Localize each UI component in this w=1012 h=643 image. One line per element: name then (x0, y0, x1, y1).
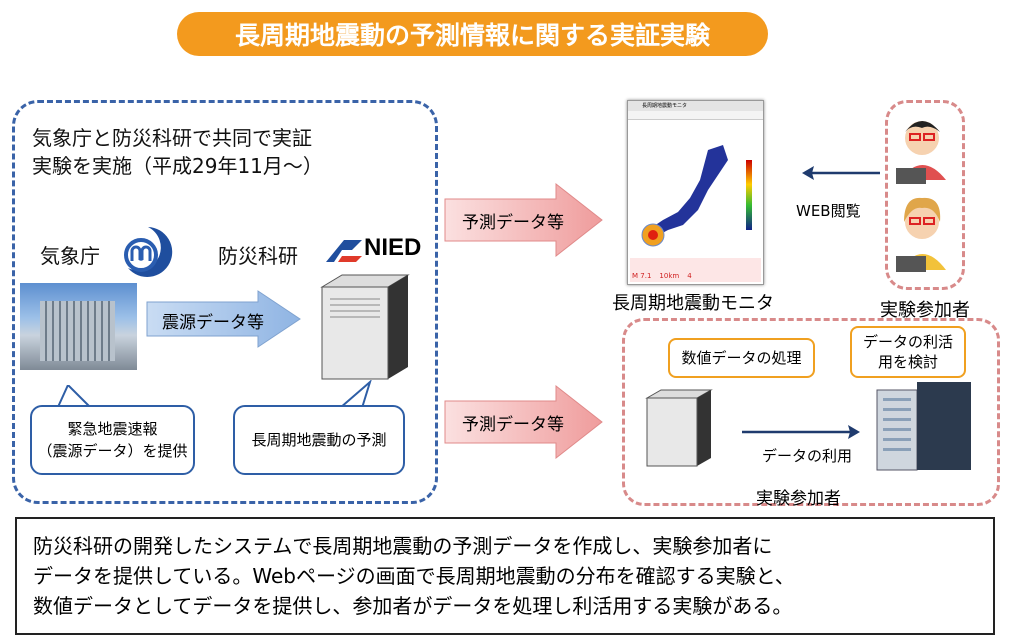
jma-label: 気象庁 (40, 244, 100, 268)
arrow-hypocenter-label: 震源データ等 (162, 312, 264, 333)
summary-box: 防災科研の開発したシステムで長周期地震動の予測データを作成し、実験参加者に デー… (15, 517, 995, 635)
arrow-forecast-bottom (444, 385, 603, 459)
summary-line-2: データを提供している。Webページの画面で長周期地震動の分布を確認する実験と、 (33, 564, 795, 588)
nied-callout: 長周期地震動の予測 (233, 405, 405, 475)
participants-top-label: 実験参加者 (880, 300, 970, 321)
arrow-web-view (802, 166, 880, 180)
nied-logo-text: NIED (364, 234, 422, 261)
participants-web-box (885, 100, 965, 290)
magnitude: M 7.1 (632, 272, 652, 280)
arrow-hypocenter-data (146, 290, 301, 348)
jma-callout-tail (57, 385, 91, 408)
monitor-event-info: M 7.1 10km 4 (630, 258, 761, 282)
browser-address-bar (628, 111, 763, 120)
intro-line-1: 気象庁と防災科研で共同で実証 (32, 126, 312, 150)
arrow-forecast-top-label: 予測データ等 (462, 212, 564, 233)
data-use-label: データの利用 (762, 447, 853, 465)
office-building-icon (876, 382, 971, 471)
japan-intensity-map (641, 145, 752, 247)
utilization-line2: 用を検討 (877, 353, 938, 371)
jma-building-photo (20, 283, 137, 370)
jma-logo-icon (124, 227, 173, 277)
page-title: 長周期地震動の予測情報に関する実証実験 (177, 12, 768, 56)
arrow-forecast-top (444, 183, 603, 257)
utilization-callout: データの利活 用を検討 (850, 326, 966, 378)
participants-bottom-label: 実験参加者 (756, 489, 841, 509)
intro-line-2: 実験を実施（平成29年11月～） (32, 154, 323, 178)
summary-line-3: 数値データとしてデータを提供し、参加者がデータを処理し利活用する実験がある。 (33, 594, 793, 618)
participant-people-icon (896, 121, 946, 272)
nied-callout-tail (339, 380, 372, 409)
monitor-screenshot: 長周期地震動モニタ M 7.1 10km 4 (627, 100, 764, 285)
summary-line-1: 防災科研の開発したシステムで長周期地震動の予測データを作成し、実験参加者に (33, 534, 773, 558)
jma-callout-line1: 緊急地震速報 (67, 420, 158, 438)
arrow-forecast-bottom-label: 予測データ等 (462, 414, 564, 435)
participants-data-box (622, 318, 1000, 506)
jma-callout: 緊急地震速報 （震源データ）を提供 (30, 405, 195, 475)
nied-logo-icon (326, 240, 362, 262)
web-view-label: WEB閲覧 (796, 202, 861, 220)
max-class: 4 (687, 272, 692, 280)
utilization-line1: データの利活 (862, 333, 953, 351)
participant-server-icon (645, 389, 713, 467)
depth: 10km (659, 272, 680, 280)
browser-tab: 長周期地震動モニタ (628, 101, 763, 111)
arrow-data-use (742, 425, 860, 439)
monitor-label: 長周期地震動モニタ (612, 293, 774, 314)
processing-callout: 数値データの処理 (668, 338, 815, 378)
nied-server-icon (320, 274, 410, 380)
nied-label: 防災科研 (218, 244, 298, 268)
joint-experiment-panel (12, 100, 438, 504)
jma-callout-line2: （震源データ）を提供 (37, 442, 188, 460)
